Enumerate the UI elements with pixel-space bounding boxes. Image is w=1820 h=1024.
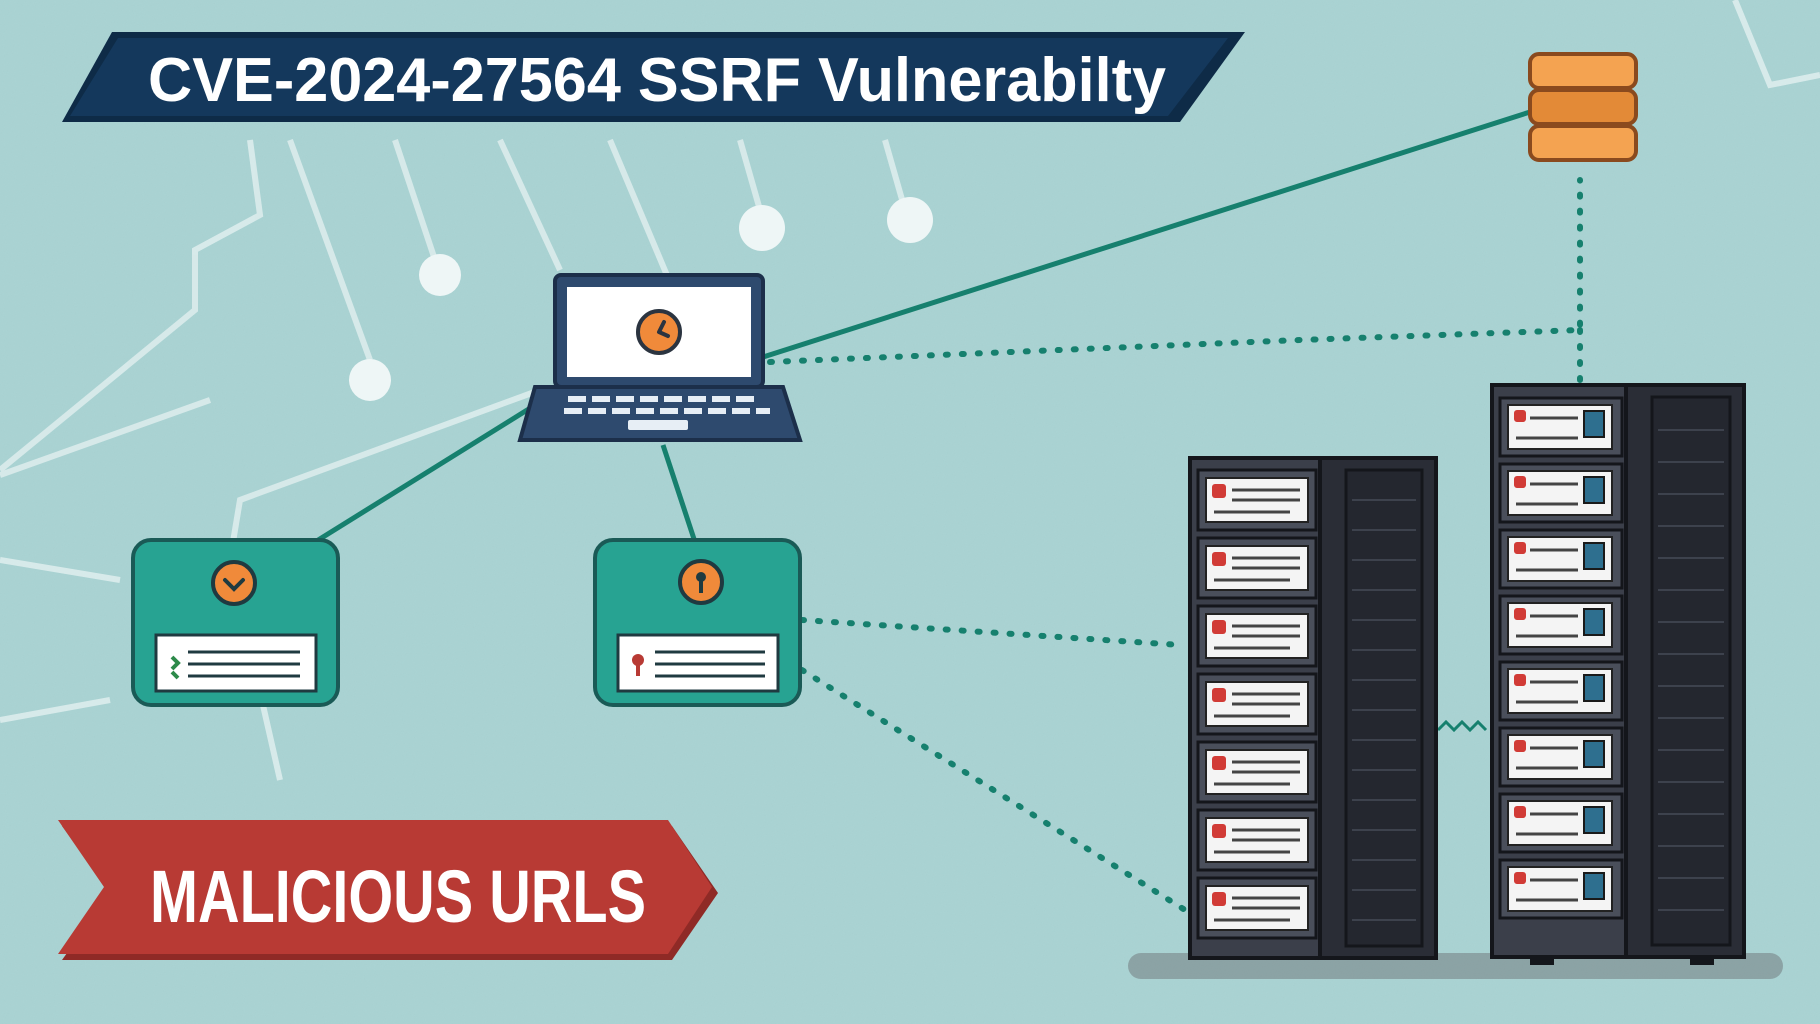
chevron-down-icon (211, 560, 257, 606)
server-rack-icon-right (1490, 383, 1746, 965)
server-rack-icon (1188, 456, 1438, 960)
server-drive-bays-left (1196, 468, 1318, 940)
connectors (313, 109, 1583, 913)
circuit-traces (0, 0, 1820, 781)
title-banner: CVE-2024-27564 SSRF Vulnerabilty (62, 32, 1245, 122)
server-drive-bays-right (1498, 396, 1624, 920)
malicious-urls-banner: MALICIOUS URLS (58, 820, 718, 960)
document-card-left (131, 538, 340, 707)
page-title: CVE-2024-27564 SSRF Vulnerabilty (148, 46, 1167, 115)
tag-label: MALICIOUS URLS (150, 855, 646, 938)
laptop-icon (517, 273, 803, 442)
keyboard-keys (564, 396, 770, 430)
database-icon (1528, 52, 1638, 162)
document-card-middle (593, 538, 802, 707)
keyhole-icon (678, 559, 724, 605)
circuit-nodes (349, 197, 933, 401)
clock-icon (636, 309, 682, 355)
